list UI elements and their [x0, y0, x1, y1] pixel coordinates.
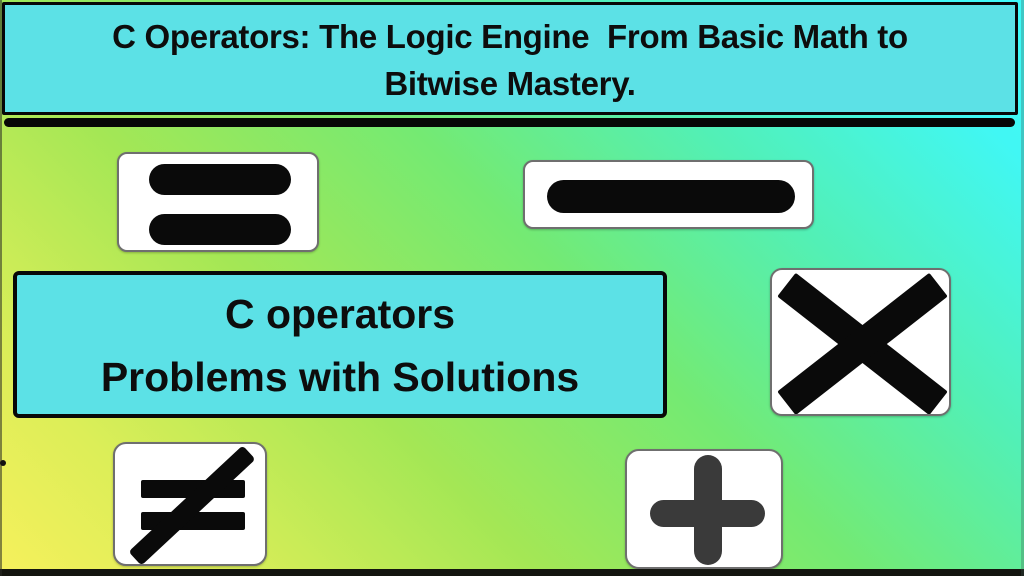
equals-icon-bottom-bar	[149, 214, 291, 245]
minus-card	[523, 160, 814, 229]
not-equal-card	[113, 442, 267, 566]
left-edge-dot	[0, 460, 6, 466]
plus-icon-horizontal-bar	[650, 500, 765, 527]
right-edge-line	[1021, 0, 1024, 576]
plus-card	[625, 449, 783, 569]
equals-icon-top-bar	[149, 164, 291, 195]
not-equal-icon-slash	[128, 445, 256, 564]
header-banner: C Operators: The Logic Engine From Basic…	[2, 2, 1018, 115]
multiply-card	[770, 268, 951, 416]
divider-line	[4, 118, 1015, 127]
topic-line-2: Problems with Solutions	[100, 353, 580, 400]
minus-icon-bar	[547, 180, 795, 213]
banner-title: C Operators: The Logic Engine From Basic…	[112, 18, 908, 102]
bottom-border-strip	[0, 569, 1024, 576]
topic-line-1: C operators	[224, 290, 456, 337]
equals-card	[117, 152, 319, 252]
topic-box: C operators Problems with Solutions	[13, 271, 667, 418]
left-edge-line	[0, 0, 2, 576]
